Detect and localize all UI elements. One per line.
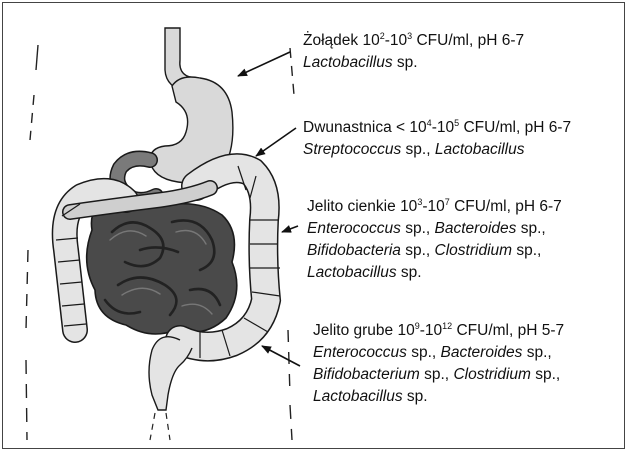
species-suffix: sp., <box>407 344 441 361</box>
species-list: Lactobacillus sp. <box>303 52 524 74</box>
species-list: Streptococcus sp., Lactobacillus <box>303 139 571 161</box>
species-line: Lactobacillus sp. <box>313 386 564 408</box>
species-line: Lactobacillus sp. <box>307 262 562 284</box>
species-name: Lactobacillus <box>435 141 525 158</box>
species-name: Bacteroides <box>435 220 517 237</box>
count-low-base: 10 <box>409 119 426 136</box>
species-name: Lactobacillus <box>307 264 397 281</box>
unit-ph: CFU/ml, pH 6-7 <box>416 32 524 49</box>
count-high-base: 10 <box>428 198 445 215</box>
region-name: Jelito cienkie <box>307 198 396 215</box>
species-list: Enterococcus sp., Bacteroides sp.,Bifido… <box>313 342 564 408</box>
small-intestine <box>87 198 237 334</box>
arrow-duodenum <box>256 128 296 156</box>
species-line: Enterococcus sp., Bacteroides sp., <box>313 342 564 364</box>
arrow-small-intestine <box>282 226 298 232</box>
species-name: Lactobacillus <box>303 54 393 71</box>
species-name: Clostridium <box>435 242 513 259</box>
unit-ph: CFU/ml, pH 6-7 <box>454 198 562 215</box>
arrow-large-intestine <box>262 346 300 366</box>
species-line: Bifidobacteria sp., Clostridium sp., <box>307 240 562 262</box>
species-suffix: sp., <box>401 242 435 259</box>
count-low-base: 10 <box>400 198 417 215</box>
species-line: Streptococcus sp., Lactobacillus <box>303 139 571 161</box>
count-high-exp: 7 <box>445 197 450 207</box>
species-suffix: sp. <box>397 264 422 281</box>
region-name: Jelito grube <box>313 322 393 339</box>
species-suffix: sp., <box>516 220 545 237</box>
label-stomach-line1: Żołądek 102-103 CFU/ml, pH 6-7 <box>303 30 524 52</box>
species-name: Enterococcus <box>307 220 401 237</box>
count-high-exp: 12 <box>442 321 452 331</box>
species-suffix: sp. <box>393 54 418 71</box>
label-large-intestine-line1: Jelito grube 109-1012 CFU/ml, pH 5-7 <box>313 320 564 342</box>
label-duodenum-line1: Dwunastnica < 104-105 CFU/ml, pH 6-7 <box>303 117 571 139</box>
arrow-stomach <box>238 52 290 76</box>
species-suffix: sp., <box>401 141 435 158</box>
species-line: Enterococcus sp., Bacteroides sp., <box>307 218 562 240</box>
species-name: Enterococcus <box>313 344 407 361</box>
label-small-intestine: Jelito cienkie 103-107 CFU/ml, pH 6-7 En… <box>307 196 562 284</box>
count-low-base: 10 <box>397 322 414 339</box>
region-name: Dwunastnica <box>303 119 392 136</box>
species-suffix: sp., <box>512 242 541 259</box>
species-list: Enterococcus sp., Bacteroides sp.,Bifido… <box>307 218 562 284</box>
count-high-base: 10 <box>425 322 442 339</box>
count-low-base: 10 <box>362 32 379 49</box>
species-suffix: sp. <box>403 388 428 405</box>
region-name: Żołądek <box>303 32 358 49</box>
label-stomach: Żołądek 102-103 CFU/ml, pH 6-7 Lactobaci… <box>303 30 524 74</box>
species-suffix: sp., <box>420 366 454 383</box>
label-small-intestine-line1: Jelito cienkie 103-107 CFU/ml, pH 6-7 <box>307 196 562 218</box>
species-name: Bifidobacteria <box>307 242 401 259</box>
species-suffix: sp., <box>401 220 435 237</box>
count-high-base: 10 <box>437 119 454 136</box>
label-large-intestine: Jelito grube 109-1012 CFU/ml, pH 5-7 Ent… <box>313 320 564 408</box>
label-duodenum: Dwunastnica < 104-105 CFU/ml, pH 6-7 Str… <box>303 117 571 161</box>
species-line: Bifidobacterium sp., Clostridium sp., <box>313 364 564 386</box>
unit-ph: CFU/ml, pH 5-7 <box>456 322 564 339</box>
unit-ph: CFU/ml, pH 6-7 <box>463 119 571 136</box>
prefix: < <box>392 119 410 136</box>
species-name: Bacteroides <box>441 344 523 361</box>
species-line: Lactobacillus sp. <box>303 52 524 74</box>
species-name: Bifidobacterium <box>313 366 420 383</box>
count-high-base: 10 <box>390 32 407 49</box>
species-name: Lactobacillus <box>313 388 403 405</box>
species-suffix: sp., <box>522 344 551 361</box>
species-suffix: sp., <box>531 366 560 383</box>
species-name: Streptococcus <box>303 141 401 158</box>
species-name: Clostridium <box>453 366 531 383</box>
